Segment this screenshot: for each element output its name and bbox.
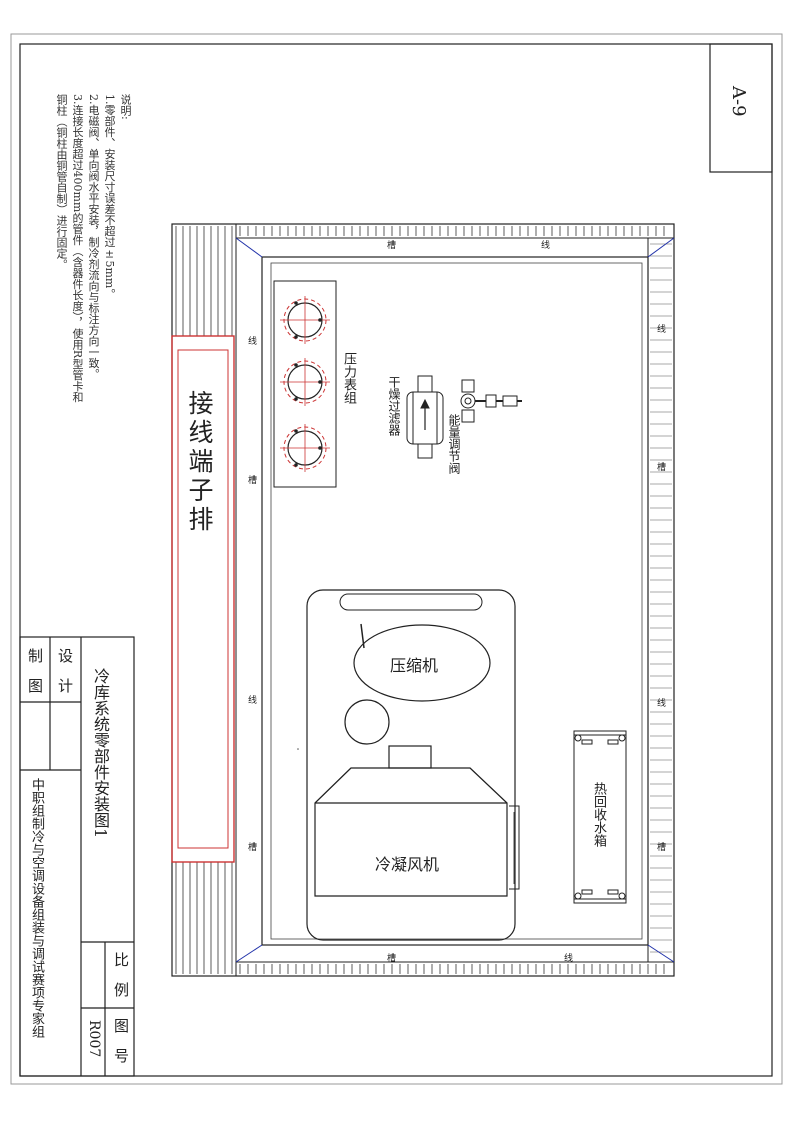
channel-mark: 槽	[657, 463, 667, 473]
dryer-filter-icon	[406, 375, 444, 459]
compressor-icon	[353, 624, 491, 702]
notes-line-3: 3.连接长度超过400mm的管件（含器件长度），使用R型管卡和	[71, 94, 84, 403]
frame-border	[19, 43, 773, 1077]
drawing-no-label: 图 号	[112, 1018, 130, 1063]
channel-mark: 线	[657, 325, 667, 335]
top-channel	[235, 223, 675, 239]
heat-recovery-tank-icon	[573, 730, 627, 904]
page-border	[10, 33, 783, 1085]
channel-mark: 线	[541, 241, 551, 251]
channel-mark: 线	[564, 954, 574, 964]
condenser-fan-label: 冷凝风机	[375, 855, 440, 874]
board	[171, 223, 675, 977]
channel-mark: 槽	[387, 241, 397, 251]
scale-label: 比 例	[112, 952, 130, 997]
terminal-strip	[171, 335, 235, 863]
title-block	[19, 636, 135, 1077]
sheet-code: A-9	[728, 86, 749, 117]
channel-mark: 槽	[387, 954, 397, 964]
gauge-group-label: 压力表组	[341, 352, 356, 404]
channel-mark: 线	[248, 337, 258, 347]
notes-line-4: 铜柱（铜柱由铜管自制）进行固定。	[55, 94, 68, 270]
drawing-no: R007	[86, 1020, 102, 1058]
condenser-fan-icon	[314, 745, 520, 897]
notes-line-1: 1.零部件、安装尺寸误差不超过±5mm。	[103, 94, 116, 300]
drafter-label: 制 图	[26, 648, 44, 693]
channel-mark: 槽	[248, 476, 258, 486]
terminal-strip-label: 接线端子排	[185, 390, 214, 535]
channel-mark: 线	[248, 696, 258, 706]
capacity-valve-label: 能量调节阀	[447, 414, 461, 474]
channel-mark: 槽	[248, 843, 258, 853]
heat-recovery-tank-label: 热回收水箱	[591, 782, 606, 847]
notes-line-2: 2.电磁阀、单向阀水平安装，制冷剂流向与标注方向一致。	[87, 94, 100, 380]
channel-mark: 槽	[657, 843, 667, 853]
capacity-valve-icon	[460, 379, 522, 423]
right-channel	[647, 237, 675, 963]
channel-mark: 线	[657, 699, 667, 709]
drawing-title: 冷库系统零部件安装图1	[91, 668, 110, 839]
notes-heading: 说明:	[119, 94, 132, 120]
gauge-group-panel	[273, 280, 337, 488]
dryer-filter-label: 干燥过滤器	[387, 376, 401, 436]
receiver-circle	[344, 699, 390, 745]
sheet-code-box	[709, 43, 773, 173]
bottom-channel	[235, 961, 675, 977]
compressor-base	[306, 589, 516, 941]
compressor-label: 压缩机	[390, 656, 439, 675]
organization: 中职组制冷与空调设备组装与调试赛项专家组	[29, 778, 44, 1038]
designer-label: 设 计	[56, 648, 74, 693]
left-channel	[171, 223, 237, 977]
